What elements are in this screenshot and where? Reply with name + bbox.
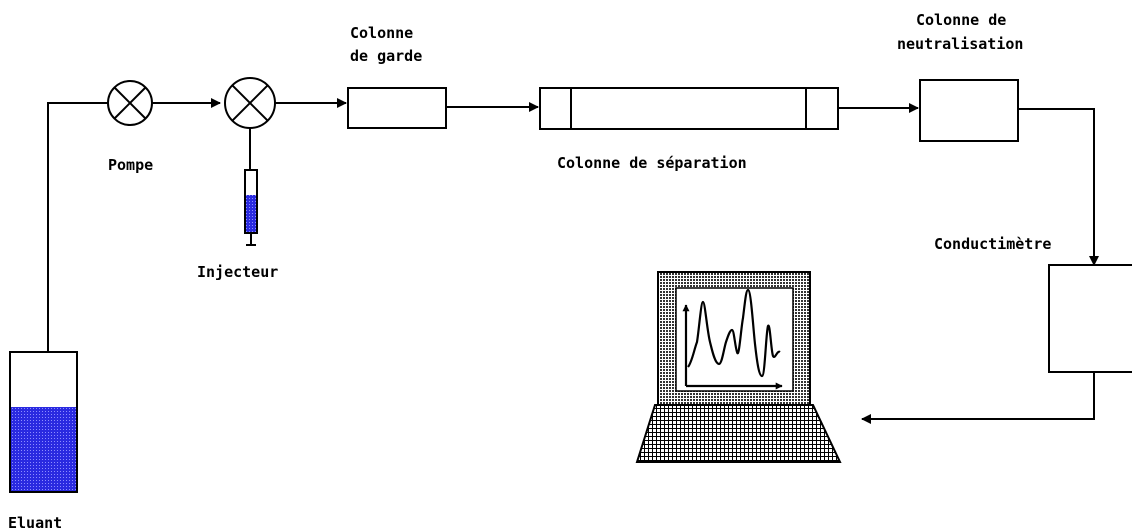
- label-injecteur: Injecteur: [197, 263, 278, 281]
- conductimetre-to-computer-line: [861, 372, 1095, 424]
- label-neutralisation-line1: Colonne de: [916, 11, 1006, 29]
- syringe-liquid: [245, 195, 257, 233]
- chromatogram-icon: [682, 288, 783, 390]
- keyboard: [635, 404, 842, 463]
- label-pompe: Pompe: [108, 156, 153, 174]
- colonne-de-neutralisation-box: [919, 79, 1019, 142]
- neutralisation-to-conductimetre-line: [1018, 108, 1099, 266]
- label-conductimetre: Conductimètre: [934, 235, 1051, 253]
- injector-syringe: [244, 169, 258, 246]
- label-eluant: Eluant: [8, 514, 62, 531]
- labels: Eluant Pompe Injecteur Colonne de garde …: [8, 11, 1051, 531]
- conductimetre-box: [1048, 264, 1132, 373]
- pompe-pump: [107, 80, 153, 126]
- colonne-de-separation: [539, 87, 839, 130]
- eluant-to-pompe-line: [47, 102, 108, 352]
- label-garde-line2: de garde: [350, 47, 422, 65]
- eluant-reservoir: [9, 351, 78, 493]
- colonne-de-garde-box: [347, 87, 447, 129]
- computer: [635, 271, 842, 463]
- eluant-container: [9, 351, 78, 493]
- label-neutralisation-line2: neutralisation: [897, 35, 1023, 53]
- eluant-liquid: [10, 407, 77, 492]
- flow-lines: [47, 98, 1099, 424]
- label-garde-line1: Colonne: [350, 24, 413, 42]
- label-separation: Colonne de séparation: [557, 154, 747, 172]
- injection-valve: [224, 77, 276, 129]
